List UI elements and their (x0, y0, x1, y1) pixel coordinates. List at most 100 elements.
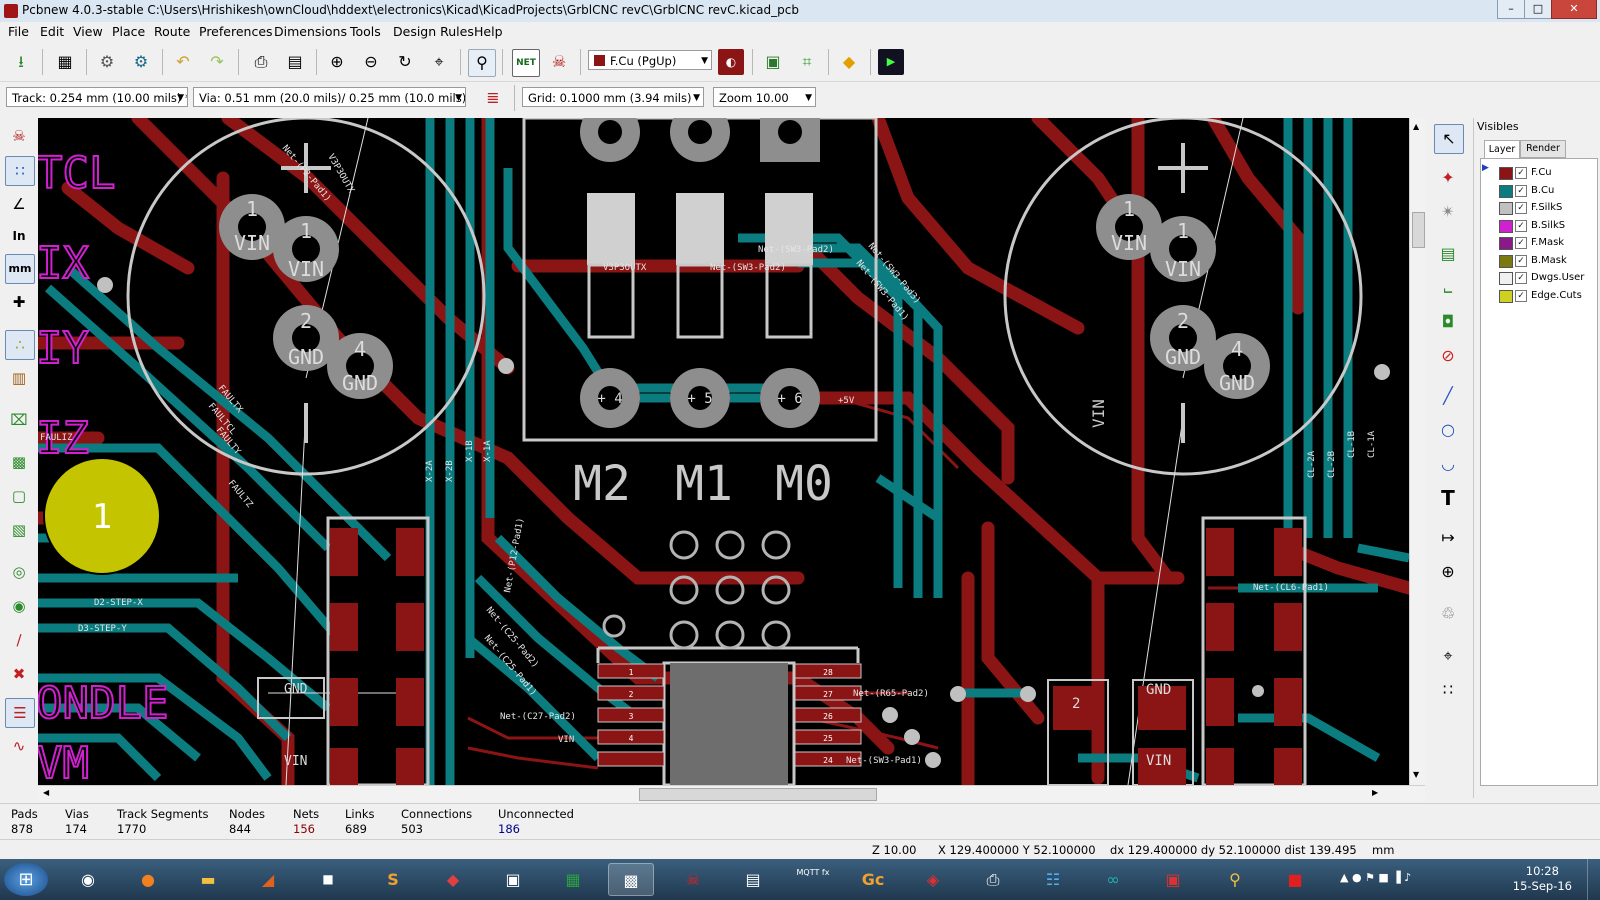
plot-icon[interactable]: ▤ (287, 52, 303, 71)
netlist-icon[interactable]: NET (512, 49, 540, 77)
firefox-icon[interactable]: ● (141, 870, 155, 889)
notes-app-icon[interactable]: ▣ (505, 870, 521, 889)
autoroute-icon[interactable]: ◆ (842, 52, 856, 71)
redraw-icon[interactable]: ↻ (398, 52, 412, 71)
scroll-left-icon[interactable]: ◀ (43, 788, 50, 797)
add-target-icon[interactable]: ⊕ (1441, 562, 1455, 581)
layer-visible-checkbox[interactable]: ✓ (1515, 202, 1527, 214)
print-icon[interactable]: ⎙ (254, 52, 268, 71)
grid-origin-icon[interactable]: ∷ (1442, 680, 1454, 699)
layer-select[interactable]: F.Cu (PgUp) ▼ (588, 50, 712, 70)
layer-visible-checkbox[interactable]: ✓ (1515, 184, 1527, 197)
layer-color-swatch[interactable] (1499, 237, 1513, 250)
page-settings-icon[interactable]: ▦ (57, 52, 73, 71)
drc-icon[interactable]: ☠ (551, 52, 567, 71)
scroll-up-icon[interactable]: ▲ (1413, 122, 1420, 131)
track-width-select[interactable]: Track: 0.254 mm (10.00 mils) *▼ (6, 87, 188, 107)
keepout-icon[interactable]: ⊘ (1441, 346, 1455, 365)
ratsnest-icon[interactable]: ∴ (5, 330, 35, 360)
cmd-icon[interactable]: ■ (322, 872, 334, 886)
drc-off-icon[interactable]: ☠ (12, 127, 26, 145)
polar-coords-icon[interactable]: ∠ (12, 195, 26, 213)
add-line-icon[interactable]: ╱ (1443, 386, 1453, 405)
layer-color-swatch[interactable] (1499, 184, 1513, 198)
grid-toggle-icon[interactable]: ∷ (5, 156, 35, 186)
chrome-icon[interactable]: ◉ (81, 870, 95, 889)
scanner-icon[interactable]: ⎙ (986, 870, 1000, 889)
layer-color-swatch[interactable] (1499, 202, 1513, 215)
via-size-select[interactable]: Via: 0.51 mm (20.0 mils)/ 0.25 mm (10.0 … (193, 87, 466, 107)
eraser-app-icon[interactable]: ◆ (446, 870, 460, 889)
start-orb-icon[interactable]: ⊞ (4, 863, 48, 896)
vertical-scrollbar[interactable]: ▲ ▼ (1409, 118, 1426, 785)
minimize-button[interactable]: – (1497, 0, 1525, 19)
menu-tools[interactable]: Tools (350, 24, 381, 39)
add-track-icon[interactable]: ⨽ (1443, 278, 1453, 297)
layer-visible-checkbox[interactable]: ✓ (1515, 272, 1527, 284)
tab-layer[interactable]: Layer (1484, 140, 1520, 158)
high-contrast-icon[interactable]: ✖ (12, 665, 26, 683)
menu-edit[interactable]: Edit (40, 24, 65, 39)
layers-manager-icon[interactable]: ☰ (5, 698, 35, 728)
delete-icon[interactable]: ♲ (1440, 604, 1456, 623)
search-app-icon[interactable]: ⚲ (1229, 870, 1241, 889)
explorer-icon[interactable]: ▬ (200, 870, 216, 889)
pdf-icon[interactable]: ■ (1287, 870, 1303, 889)
zone-outline-icon[interactable]: ▢ (11, 487, 27, 505)
scroll-down-icon[interactable]: ▼ (1413, 770, 1420, 779)
menu-file[interactable]: File (8, 24, 29, 39)
layer-color-swatch[interactable] (1499, 272, 1513, 285)
menu-design-rules[interactable]: Design Rules (393, 24, 474, 39)
mode-footprint-icon[interactable]: ▣ (765, 52, 781, 71)
network-tool-icon[interactable]: ☷ (1045, 870, 1061, 889)
layer-pair-icon[interactable]: ◐ (718, 49, 744, 75)
grid-select[interactable]: Grid: 0.1000 mm (3.94 mils)▼ (522, 87, 704, 107)
load-footprint-icon[interactable]: ⚙ (99, 52, 115, 71)
zone-fill-icon[interactable]: ▩ (11, 453, 27, 471)
menu-help[interactable]: Help (474, 24, 503, 39)
local-ratsnest-icon[interactable]: ✴ (1441, 202, 1455, 221)
set-origin-icon[interactable]: ⌖ (1443, 646, 1453, 665)
close-button[interactable]: ✕ (1551, 0, 1597, 19)
auto-track-width-icon[interactable]: ≣ (486, 88, 500, 107)
mqtt-fx-icon[interactable]: MQTT fx (790, 863, 836, 896)
add-dimension-icon[interactable]: ↦ (1441, 528, 1455, 547)
horizontal-scrollbar[interactable]: ◀ ▶ (38, 785, 1425, 802)
pad-sketch-icon[interactable]: ◎ (12, 563, 26, 581)
module-ratsnest-icon[interactable]: ▥ (11, 369, 27, 387)
show-desktop-button[interactable] (1587, 859, 1600, 900)
scroll-thumb[interactable] (639, 788, 877, 801)
zone-sketch-icon[interactable]: ▧ (11, 521, 27, 539)
layer-visible-checkbox[interactable]: ✓ (1515, 254, 1527, 267)
layer-color-swatch[interactable] (1499, 219, 1513, 233)
sketchup-icon[interactable]: ◈ (926, 870, 940, 889)
scripting-console-icon[interactable]: ▶ (878, 49, 904, 75)
toolbox-icon[interactable]: ▣ (1165, 870, 1181, 889)
layer-visible-checkbox[interactable]: ✓ (1515, 289, 1527, 302)
matlab-icon[interactable]: ◢ (261, 870, 275, 889)
menu-place[interactable]: Place (112, 24, 146, 39)
cursor-shape-icon[interactable]: ✚ (12, 293, 26, 311)
bug-app-icon[interactable]: ☠ (685, 870, 701, 889)
highlight-net-icon[interactable]: ✦ (1441, 168, 1455, 187)
pcb-drawing[interactable]: 1 1 2 4 VIN VIN GND GND 1 1 2 4 VIN VIN … (38, 118, 1409, 785)
select-arrow-icon[interactable]: ↖ (1434, 124, 1464, 154)
menu-route[interactable]: Route (154, 24, 191, 39)
via-sketch-icon[interactable]: ◉ (12, 597, 26, 615)
layer-visible-checkbox[interactable]: ✓ (1515, 219, 1527, 232)
add-zone-icon[interactable]: ◘ (1441, 312, 1455, 331)
menu-preferences[interactable]: Preferences (199, 24, 273, 39)
zoom-out-icon[interactable]: ⊖ (364, 52, 378, 71)
pcb-canvas[interactable]: 1 1 2 4 VIN VIN GND GND 1 1 2 4 VIN VIN … (38, 118, 1409, 785)
add-module-icon[interactable]: ▤ (1440, 244, 1456, 263)
taskbar-clock[interactable]: 10:28 15-Sep-16 (1513, 864, 1572, 894)
menu-dimensions[interactable]: Dimensions (274, 24, 347, 39)
track-sketch-icon[interactable]: ∕ (16, 631, 22, 649)
gc-app-icon[interactable]: Gc (850, 863, 896, 896)
kicad-icon[interactable]: ▩ (608, 863, 654, 896)
calculator-icon[interactable]: ▤ (745, 870, 761, 889)
maximize-button[interactable]: □ (1524, 0, 1552, 19)
redo-icon[interactable]: ↷ (210, 52, 224, 71)
layer-visible-checkbox[interactable]: ✓ (1515, 167, 1527, 179)
menu-view[interactable]: View (73, 24, 103, 39)
